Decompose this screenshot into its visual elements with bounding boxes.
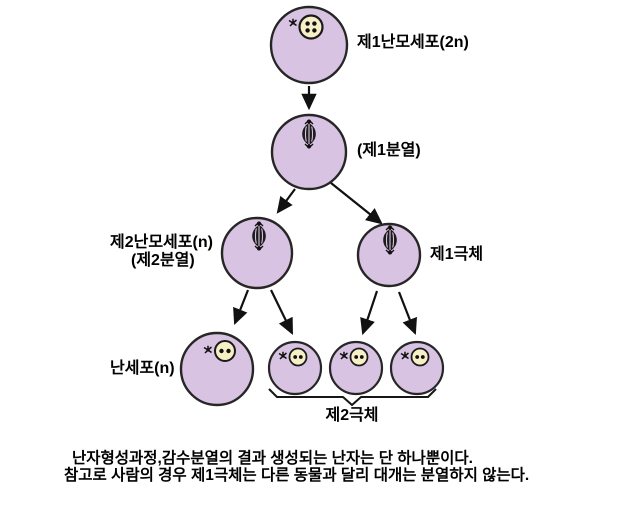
chromosome-dots xyxy=(305,21,317,33)
arrow-to-polar-body-1 xyxy=(270,289,293,335)
second-polar-body-cell-2 xyxy=(328,340,384,396)
label-first-division: (제1분열) xyxy=(357,142,421,159)
arrow-to-polar-body-2 xyxy=(360,290,379,336)
arrow-to-secondary-oocyte xyxy=(276,188,296,214)
label-egg-cell: 난세포(n) xyxy=(110,360,175,377)
label-second-polar-body: 제2극체 xyxy=(325,407,379,424)
nucleus xyxy=(214,340,236,362)
label-secondary-oocyte: 제2난모세포(n) xyxy=(110,234,213,251)
first-polar-body-cell xyxy=(356,222,422,288)
caption-line-1: 난자형성과정,감수분열의 결과 생성되는 난자는 단 하나뿐이다. xyxy=(72,450,473,467)
caption-line-2: 참고로 사람의 경우 제1극체는 다른 동물과 달리 대개는 분열하지 않는다. xyxy=(64,467,530,484)
chromosome-dots xyxy=(219,348,231,354)
label-second-division: (제2분열) xyxy=(131,252,195,269)
label-primary-oocyte: 제1난모세포(2n) xyxy=(357,34,469,51)
nucleus xyxy=(298,14,324,40)
label-first-polar-body: 제1극체 xyxy=(430,246,484,263)
arrow-to-first-polar-body xyxy=(330,182,383,225)
egg-cell xyxy=(179,331,255,407)
arrow-to-polar-body-3 xyxy=(397,291,417,336)
secondary-oocyte-cell xyxy=(220,216,294,290)
arrow-to-egg-cell xyxy=(233,289,250,326)
primary-oocyte-cell xyxy=(269,5,349,85)
brace-second-polar-bodies xyxy=(268,388,437,406)
second-polar-body-cell-1 xyxy=(267,340,323,396)
second-polar-body-cell-3 xyxy=(389,340,445,396)
first-division-cell xyxy=(270,113,348,191)
